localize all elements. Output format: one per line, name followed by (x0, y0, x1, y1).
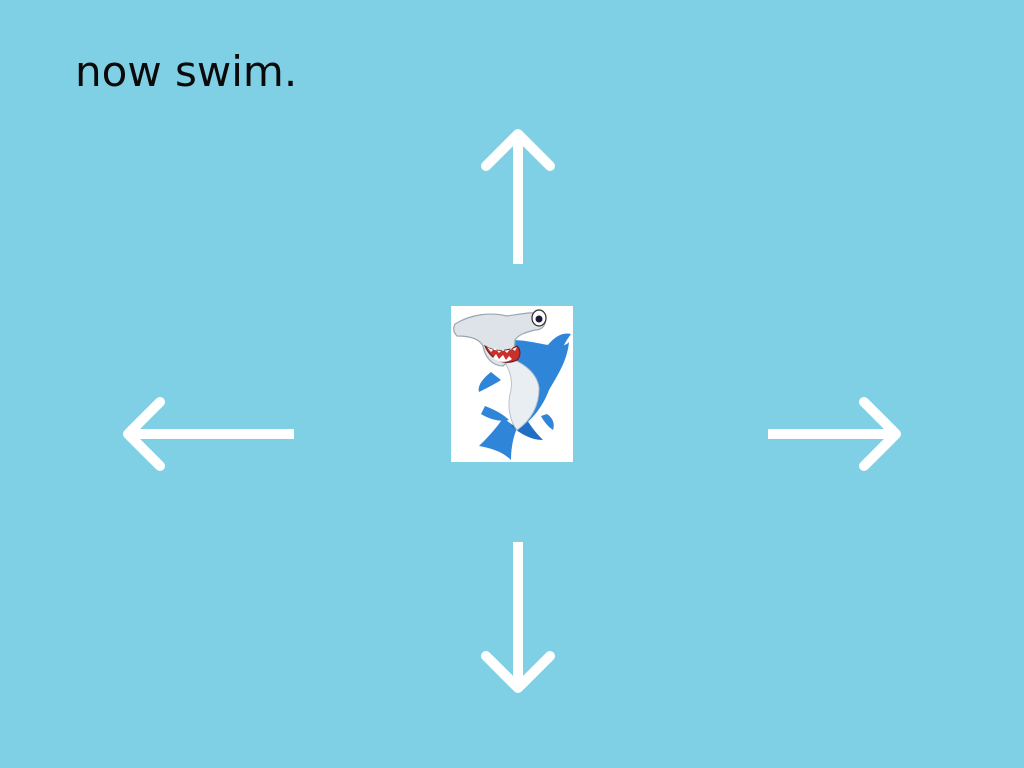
arrow-up-icon (481, 129, 555, 264)
arrow-right-icon (768, 397, 901, 471)
player-sprite (451, 306, 573, 462)
arrow-down-button[interactable] (478, 540, 558, 696)
game-title: now swim. (75, 47, 298, 96)
arrow-down-icon (481, 542, 555, 693)
hammerhead-shark-icon (453, 309, 571, 460)
arrow-left-button[interactable] (120, 394, 298, 474)
arrow-right-button[interactable] (764, 394, 904, 474)
arrow-left-icon (123, 397, 294, 471)
arrow-up-button[interactable] (478, 126, 558, 268)
